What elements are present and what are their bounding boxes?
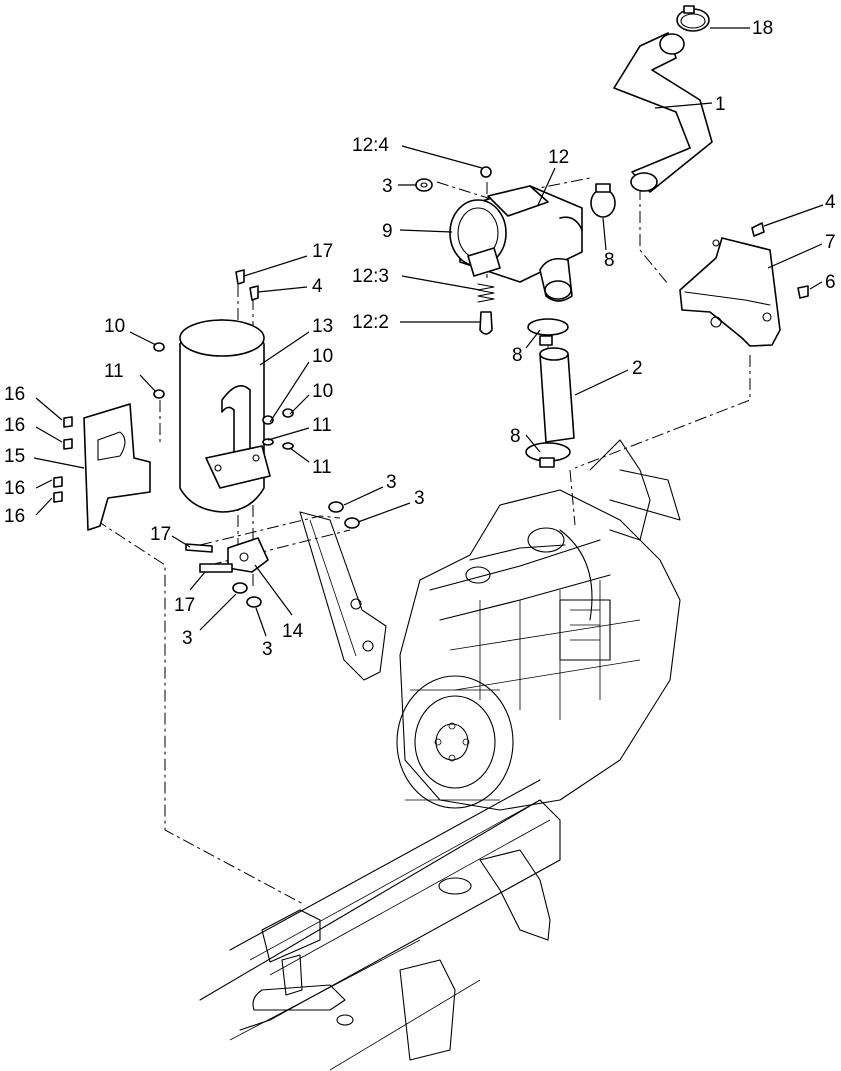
valve-12-2 [479,311,493,335]
callout-3-c: 3 [182,628,193,649]
spring-12-3 [477,283,495,303]
alignment-lines [95,177,751,906]
nut-top [415,178,433,192]
callout-10-b: 10 [312,381,333,402]
callout-6: 6 [825,272,836,293]
callout-15: 15 [4,446,25,467]
bracket-14 [227,537,269,573]
callout-8-upper: 8 [604,250,615,271]
callout-12-3: 12:3 [352,266,389,287]
muffler [179,319,271,513]
callout-16-b: 16 [4,415,25,436]
callout-12-4: 12:4 [352,135,389,156]
callout-16-c: 16 [4,478,25,499]
callout-4-left: 4 [312,276,323,297]
callout-3-d: 3 [262,639,273,660]
callout-9: 9 [382,221,393,242]
bolts-16 [53,416,73,503]
air-cleaner [449,185,583,302]
fasteners-muffler [153,269,294,450]
engine-mount-plate [299,511,387,681]
callout-12: 12 [548,147,569,168]
callout-17-b: 17 [174,595,195,616]
bolt-12-4 [480,166,492,178]
callout-8-middle: 8 [512,345,523,366]
side-plate [83,403,151,531]
engine [396,439,681,811]
callout-11-b: 11 [312,457,332,478]
callout-7: 7 [825,232,836,253]
callout-10-a: 10 [312,346,333,367]
callout-16-a: 16 [4,384,25,405]
callout-10-left: 10 [104,316,125,337]
callouts: 18 1 12 12:4 3 9 8 4 7 6 12:3 12:2 8 2 8… [4,18,836,660]
clamp-lower [525,442,571,468]
bolt-4-right [751,222,765,237]
callout-2: 2 [632,358,643,379]
callout-3-b: 3 [414,488,425,509]
intake-hose [613,32,713,193]
callout-17-top: 17 [312,241,333,262]
callout-11-left: 11 [104,361,124,382]
callout-14: 14 [282,621,304,642]
bolts-17 [185,543,233,573]
bolt-6 [797,285,809,299]
callout-18: 18 [752,18,773,39]
mounting-bracket [679,237,781,347]
clamp-middle [527,318,569,346]
hose-clamp [676,5,710,32]
callout-17-a: 17 [150,524,171,545]
callout-3-top: 3 [382,176,393,197]
clamp-upper [590,183,616,218]
callout-13: 13 [312,316,333,337]
leader-lines [33,27,824,637]
callout-8-lower: 8 [510,426,521,447]
callout-11-a: 11 [312,415,332,436]
callout-3-a: 3 [386,472,397,493]
callout-12-2: 12:2 [352,312,389,333]
callout-1: 1 [715,94,726,115]
callout-16-d: 16 [4,506,25,527]
hose-2 [539,347,575,443]
nuts-3 [232,501,360,608]
frame [199,779,561,1071]
callout-4-right: 4 [825,192,836,213]
